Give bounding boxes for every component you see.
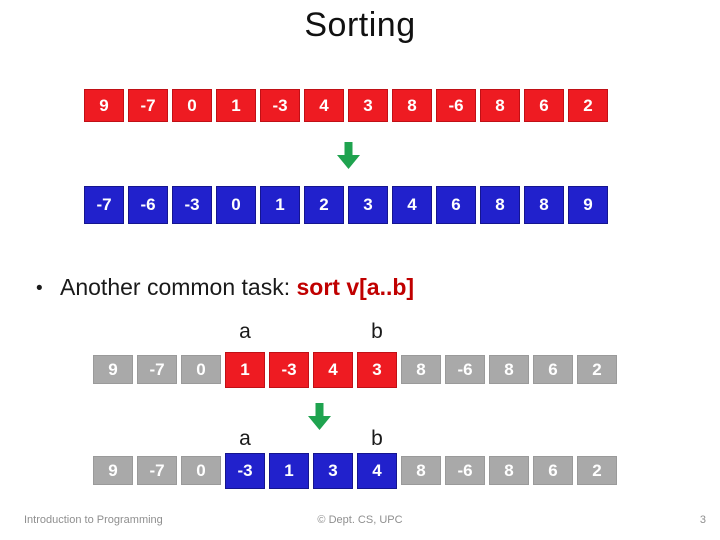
array-cell: 2 <box>577 355 617 384</box>
footer-course-name: Introduction to Programming <box>24 514 163 526</box>
array-cell: -7 <box>128 89 168 122</box>
array-cell: 9 <box>93 355 133 384</box>
array-cell: -7 <box>137 355 177 384</box>
array-cell: 3 <box>313 452 353 489</box>
array-cell: -6 <box>445 355 485 384</box>
array-cell: 1 <box>225 351 265 388</box>
array-cell: 9 <box>568 186 608 224</box>
array-cell: 8 <box>489 355 529 384</box>
array-cell: 1 <box>216 89 256 122</box>
array-cell: 8 <box>524 186 564 224</box>
range-label-a-top: a <box>239 320 251 343</box>
array-cell: -7 <box>84 186 124 224</box>
array-cell: 3 <box>348 89 388 122</box>
bullet-marker-icon: • <box>36 278 43 299</box>
array-cell: 2 <box>304 186 344 224</box>
array-cell: 6 <box>436 186 476 224</box>
array-cell: 8 <box>480 89 520 122</box>
array-cell: -3 <box>172 186 212 224</box>
array-cell: 0 <box>172 89 212 122</box>
array-cell: 8 <box>480 186 520 224</box>
range-label-b-bottom: b <box>371 427 383 450</box>
footer-copyright: © Dept. CS, UPC <box>317 514 403 526</box>
array-cell: 6 <box>533 456 573 485</box>
array-cell: -6 <box>128 186 168 224</box>
array-cell: 9 <box>84 89 124 122</box>
array-cell: 0 <box>216 186 256 224</box>
array-cell: 8 <box>392 89 432 122</box>
array-cell: 2 <box>568 89 608 122</box>
down-arrow-icon <box>337 142 360 169</box>
array-cell: 6 <box>533 355 573 384</box>
array-cell: 4 <box>357 452 397 489</box>
array-cell: 3 <box>348 186 388 224</box>
array-cell: 3 <box>357 351 397 388</box>
array-cell: 1 <box>260 186 300 224</box>
array-cell: -3 <box>225 452 265 489</box>
array-cell: -3 <box>260 89 300 122</box>
bullet-item: • Another common task: sort v[a..b] <box>36 274 414 301</box>
slide-title: Sorting <box>304 6 416 44</box>
array-cell: 1 <box>269 452 309 489</box>
array-cell: 0 <box>181 456 221 485</box>
array-cell: 4 <box>313 351 353 388</box>
array-cell: -6 <box>445 456 485 485</box>
array-cell: 9 <box>93 456 133 485</box>
array-cell: 8 <box>401 456 441 485</box>
range-label-b-top: b <box>371 320 383 343</box>
array-cell: 4 <box>304 89 344 122</box>
footer-page-number: 3 <box>699 514 706 526</box>
array-cell: -3 <box>269 351 309 388</box>
array-cell: 8 <box>489 456 529 485</box>
array-cell: -6 <box>436 89 476 122</box>
array-cell: -7 <box>137 456 177 485</box>
bullet-text: Another common task: <box>60 274 297 300</box>
array-cell: 4 <box>392 186 432 224</box>
array-cell: 6 <box>524 89 564 122</box>
down-arrow-icon <box>308 403 331 430</box>
bullet-highlight-text: sort v[a..b] <box>296 274 415 300</box>
array-cell: 0 <box>181 355 221 384</box>
array-cell: 8 <box>401 355 441 384</box>
range-label-a-bottom: a <box>239 427 251 450</box>
array-cell: 2 <box>577 456 617 485</box>
